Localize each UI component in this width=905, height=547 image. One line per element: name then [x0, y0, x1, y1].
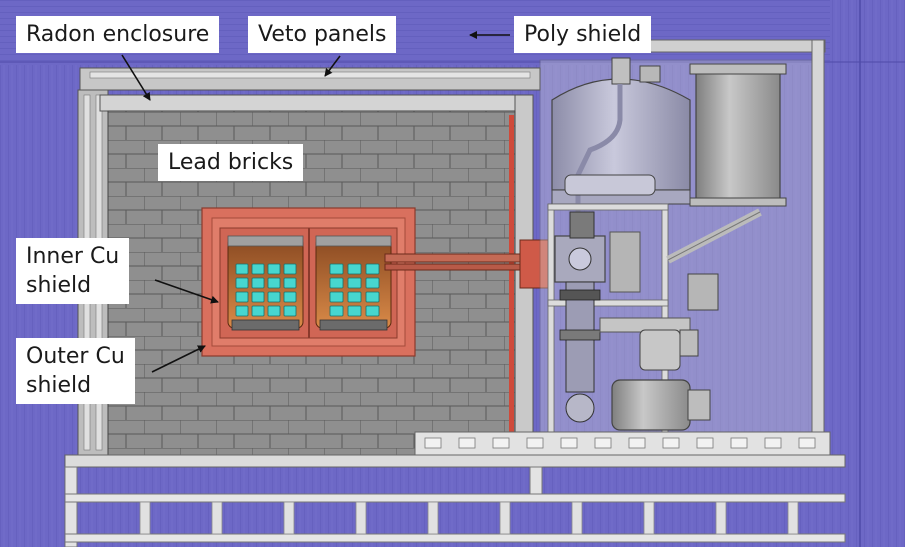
detector-crystal — [365, 277, 380, 289]
detector-crystal — [235, 263, 249, 275]
label-poly-shield: Poly shield — [514, 16, 652, 53]
detector-crystal — [267, 291, 281, 303]
detector-crystal — [283, 305, 297, 317]
detector-crystal — [267, 263, 281, 275]
detector-crystal — [365, 263, 380, 275]
label-lead-bricks: Lead bricks — [158, 144, 304, 181]
arrow-inner-cu-shield — [154, 279, 219, 304]
detector-crystal — [235, 305, 249, 317]
detector-crystals — [235, 263, 380, 317]
detector-crystal — [283, 263, 297, 275]
label-radon-enclosure: Radon enclosure — [16, 16, 220, 53]
arrow-outer-cu-shield — [151, 345, 206, 373]
detector-crystal — [235, 277, 249, 289]
callout-arrows — [121, 31, 510, 373]
detector-crystal — [251, 277, 265, 289]
detector-crystal — [329, 277, 344, 289]
detector-crystal — [251, 305, 265, 317]
dewar-vessel — [551, 57, 691, 240]
detector-crystal — [365, 305, 380, 317]
gas-tank — [689, 63, 787, 207]
detector-crystal — [251, 263, 265, 275]
detector-crystal — [347, 305, 362, 317]
detector-crystal — [329, 263, 344, 275]
label-outer-cu-shield: Outer Cu shield — [16, 338, 135, 404]
label-veto-panels: Veto panels — [248, 16, 397, 53]
detector-crystal — [251, 291, 265, 303]
arrow-radon-enclosure — [121, 54, 151, 101]
detector-crystal — [329, 305, 344, 317]
arrow-veto-panels — [324, 55, 341, 77]
detector-crystal — [347, 291, 362, 303]
detector-crystal — [267, 305, 281, 317]
detector-crystal — [267, 277, 281, 289]
detector-crystal — [347, 277, 362, 289]
detector-crystal — [365, 291, 380, 303]
detector-crystal — [347, 263, 362, 275]
detector-crystal — [283, 291, 297, 303]
detector-crystal — [329, 291, 344, 303]
label-inner-cu-shield: Inner Cu shield — [16, 238, 130, 304]
detector-crystal — [283, 277, 297, 289]
detector-crystal — [235, 291, 249, 303]
cryostat-left — [227, 235, 304, 331]
